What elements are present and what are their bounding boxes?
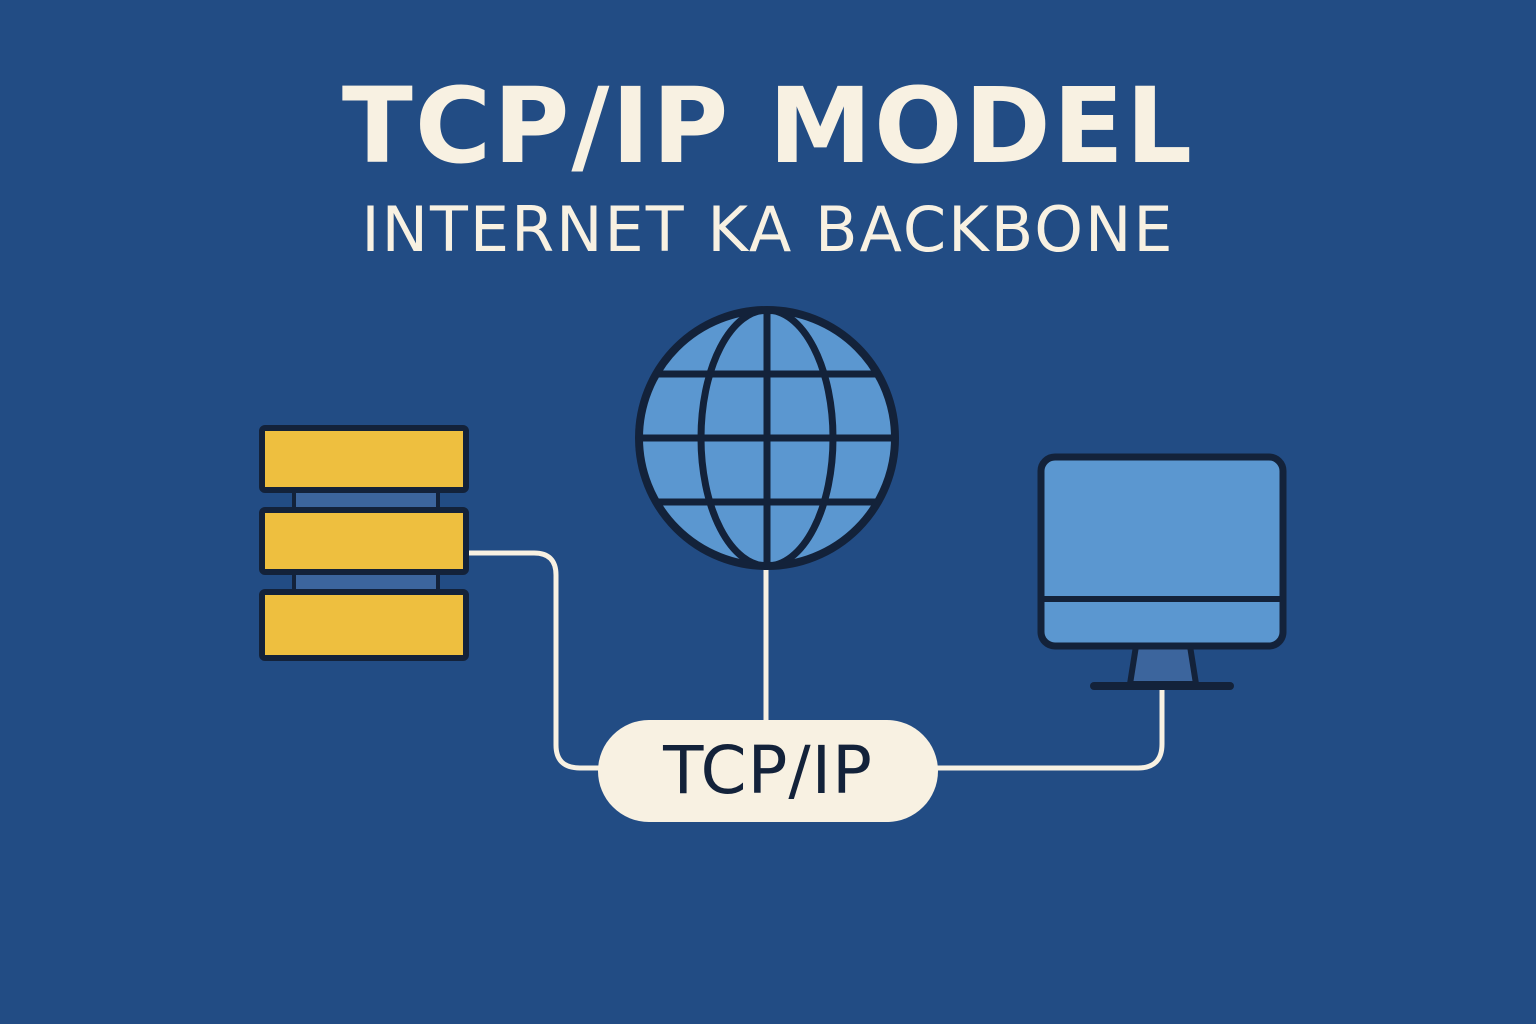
connector-lines bbox=[465, 550, 1165, 771]
page-subtitle: INTERNET KA BACKBONE bbox=[361, 193, 1175, 266]
server-connector-line bbox=[465, 550, 605, 771]
tcpip-pill-label: TCP/IP bbox=[663, 732, 873, 809]
globe-icon bbox=[635, 306, 899, 570]
monitor-connector-line bbox=[933, 687, 1165, 771]
desktop-monitor-icon bbox=[1037, 453, 1287, 690]
page-title: TCP/IP MODEL bbox=[341, 65, 1195, 187]
tcpip-pill bbox=[598, 720, 938, 822]
server-stack-icon bbox=[259, 425, 469, 661]
